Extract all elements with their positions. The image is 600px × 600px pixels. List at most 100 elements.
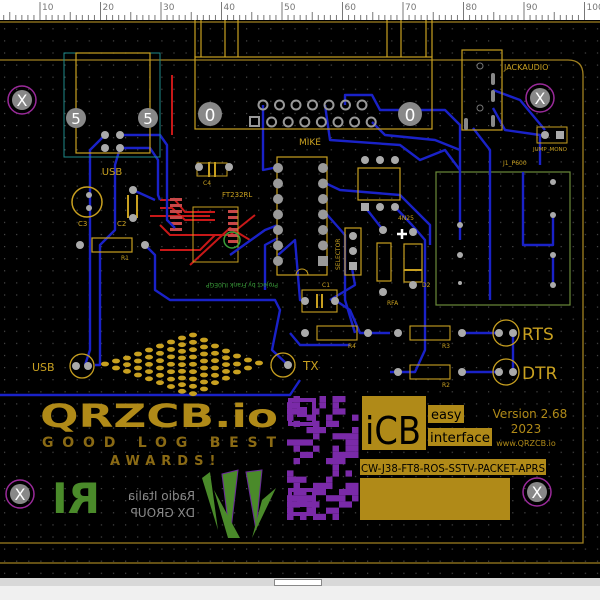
wave-segment bbox=[189, 339, 197, 345]
wave-segment bbox=[178, 355, 186, 361]
wave-segment bbox=[222, 369, 230, 374]
horizontal-scrollbar[interactable] bbox=[0, 578, 600, 586]
dip-pin bbox=[318, 178, 328, 189]
ft232rl-label: FT232RL bbox=[222, 191, 252, 199]
dip-pin bbox=[273, 256, 283, 266]
usb-connector: 5 5 USB bbox=[63, 52, 161, 178]
qr-module bbox=[326, 476, 333, 483]
wave-segment bbox=[211, 380, 219, 386]
status-area bbox=[0, 586, 600, 600]
wave-segment bbox=[134, 365, 142, 371]
svg-text:DTR: DTR bbox=[522, 364, 557, 384]
qr-module bbox=[287, 439, 294, 446]
qr-finder-center bbox=[297, 497, 307, 507]
wave-segment bbox=[233, 361, 241, 367]
ft232rl-pads bbox=[170, 198, 238, 243]
db-pin bbox=[282, 116, 294, 128]
icb-logo-block: iCB easy interface Version 2.68 2023 www… bbox=[360, 396, 567, 520]
ruler-label: 60 bbox=[345, 3, 357, 13]
qr-module bbox=[293, 489, 300, 496]
wave-segment bbox=[178, 375, 186, 381]
qr-module bbox=[345, 501, 352, 508]
ruler-label: 20 bbox=[103, 3, 115, 13]
ruler-label: 10 bbox=[42, 3, 54, 13]
svg-text:RI: RI bbox=[52, 474, 100, 523]
qr-module bbox=[319, 427, 326, 434]
qr-module bbox=[352, 482, 359, 489]
qr-module bbox=[332, 445, 339, 452]
wave-segment bbox=[189, 354, 197, 360]
mounting-hole: X bbox=[7, 85, 37, 115]
wave-segment bbox=[200, 344, 208, 350]
wave-segment bbox=[222, 355, 230, 361]
svg-text:easy: easy bbox=[431, 408, 462, 423]
wave-segment bbox=[189, 391, 197, 397]
wave-segment bbox=[211, 350, 219, 356]
wave-segment bbox=[156, 380, 164, 386]
wave-segment bbox=[189, 383, 197, 389]
svg-text:C3: C3 bbox=[78, 220, 87, 228]
svg-text:X: X bbox=[532, 483, 543, 502]
qr-module bbox=[313, 482, 320, 489]
jump-mono-jumper: JUMP_MONO bbox=[532, 126, 568, 153]
qr-module bbox=[339, 408, 346, 415]
wave-segment bbox=[145, 376, 153, 382]
cap-c4: C4 bbox=[195, 162, 233, 187]
wave-segment bbox=[233, 369, 241, 375]
qr-module bbox=[332, 507, 339, 514]
wave-segment bbox=[156, 358, 164, 364]
jack-audio-connector: JACKAUDIO bbox=[461, 49, 548, 131]
qr-module bbox=[313, 445, 320, 452]
dip-pin bbox=[273, 209, 283, 220]
qr-module bbox=[332, 470, 339, 477]
wave-segment bbox=[200, 365, 208, 371]
qr-module bbox=[293, 495, 300, 502]
diode-d2: D2 bbox=[397, 228, 431, 289]
dip-pin bbox=[273, 178, 283, 189]
resistor-rfa: RFA bbox=[376, 226, 399, 307]
qr-module bbox=[332, 464, 339, 471]
wave-segment bbox=[222, 348, 230, 354]
qr-module bbox=[300, 439, 307, 446]
wave-segment bbox=[167, 369, 175, 375]
ruler-label: 40 bbox=[224, 3, 236, 13]
qr-module bbox=[352, 495, 359, 502]
cap-c3: C3 bbox=[71, 186, 103, 228]
qr-module bbox=[319, 396, 326, 403]
qr-module bbox=[306, 414, 313, 421]
wave-segment bbox=[211, 365, 219, 371]
scrollbar-thumb[interactable] bbox=[274, 579, 322, 586]
qr-module bbox=[306, 495, 313, 502]
qr-module bbox=[293, 445, 300, 452]
qr-module bbox=[313, 408, 320, 415]
dip-pin bbox=[318, 225, 328, 235]
wave-segment bbox=[145, 354, 153, 360]
svg-text:iCB: iCB bbox=[365, 409, 421, 453]
radio-italia-logo: RI Radio Italia DX GROUP bbox=[52, 469, 276, 539]
wave-segment bbox=[167, 347, 175, 352]
qr-module bbox=[300, 489, 307, 496]
svg-text:JACKAUDIO: JACKAUDIO bbox=[503, 63, 548, 72]
db-pin bbox=[274, 99, 285, 111]
wave-segment bbox=[189, 369, 197, 375]
svg-text:USB: USB bbox=[32, 361, 55, 374]
svg-text:0: 0 bbox=[205, 106, 216, 126]
db-mount-pad-right: 0 bbox=[398, 102, 422, 126]
cap-c1: C1 bbox=[301, 282, 339, 313]
qr-module bbox=[306, 501, 313, 508]
qr-module bbox=[293, 439, 300, 446]
plus-icon bbox=[397, 229, 407, 239]
db-pin bbox=[332, 116, 344, 128]
led-usb: USB bbox=[32, 353, 95, 379]
dip-pin bbox=[318, 209, 328, 220]
audio-wave-graphic bbox=[101, 332, 263, 397]
resistor-r3: R3 bbox=[394, 325, 466, 350]
db-pin bbox=[307, 99, 318, 111]
qr-module bbox=[306, 427, 313, 434]
db-pin bbox=[315, 116, 327, 128]
db-pin bbox=[249, 116, 260, 127]
ruler-label: 50 bbox=[284, 3, 296, 13]
db-pin bbox=[290, 99, 302, 111]
